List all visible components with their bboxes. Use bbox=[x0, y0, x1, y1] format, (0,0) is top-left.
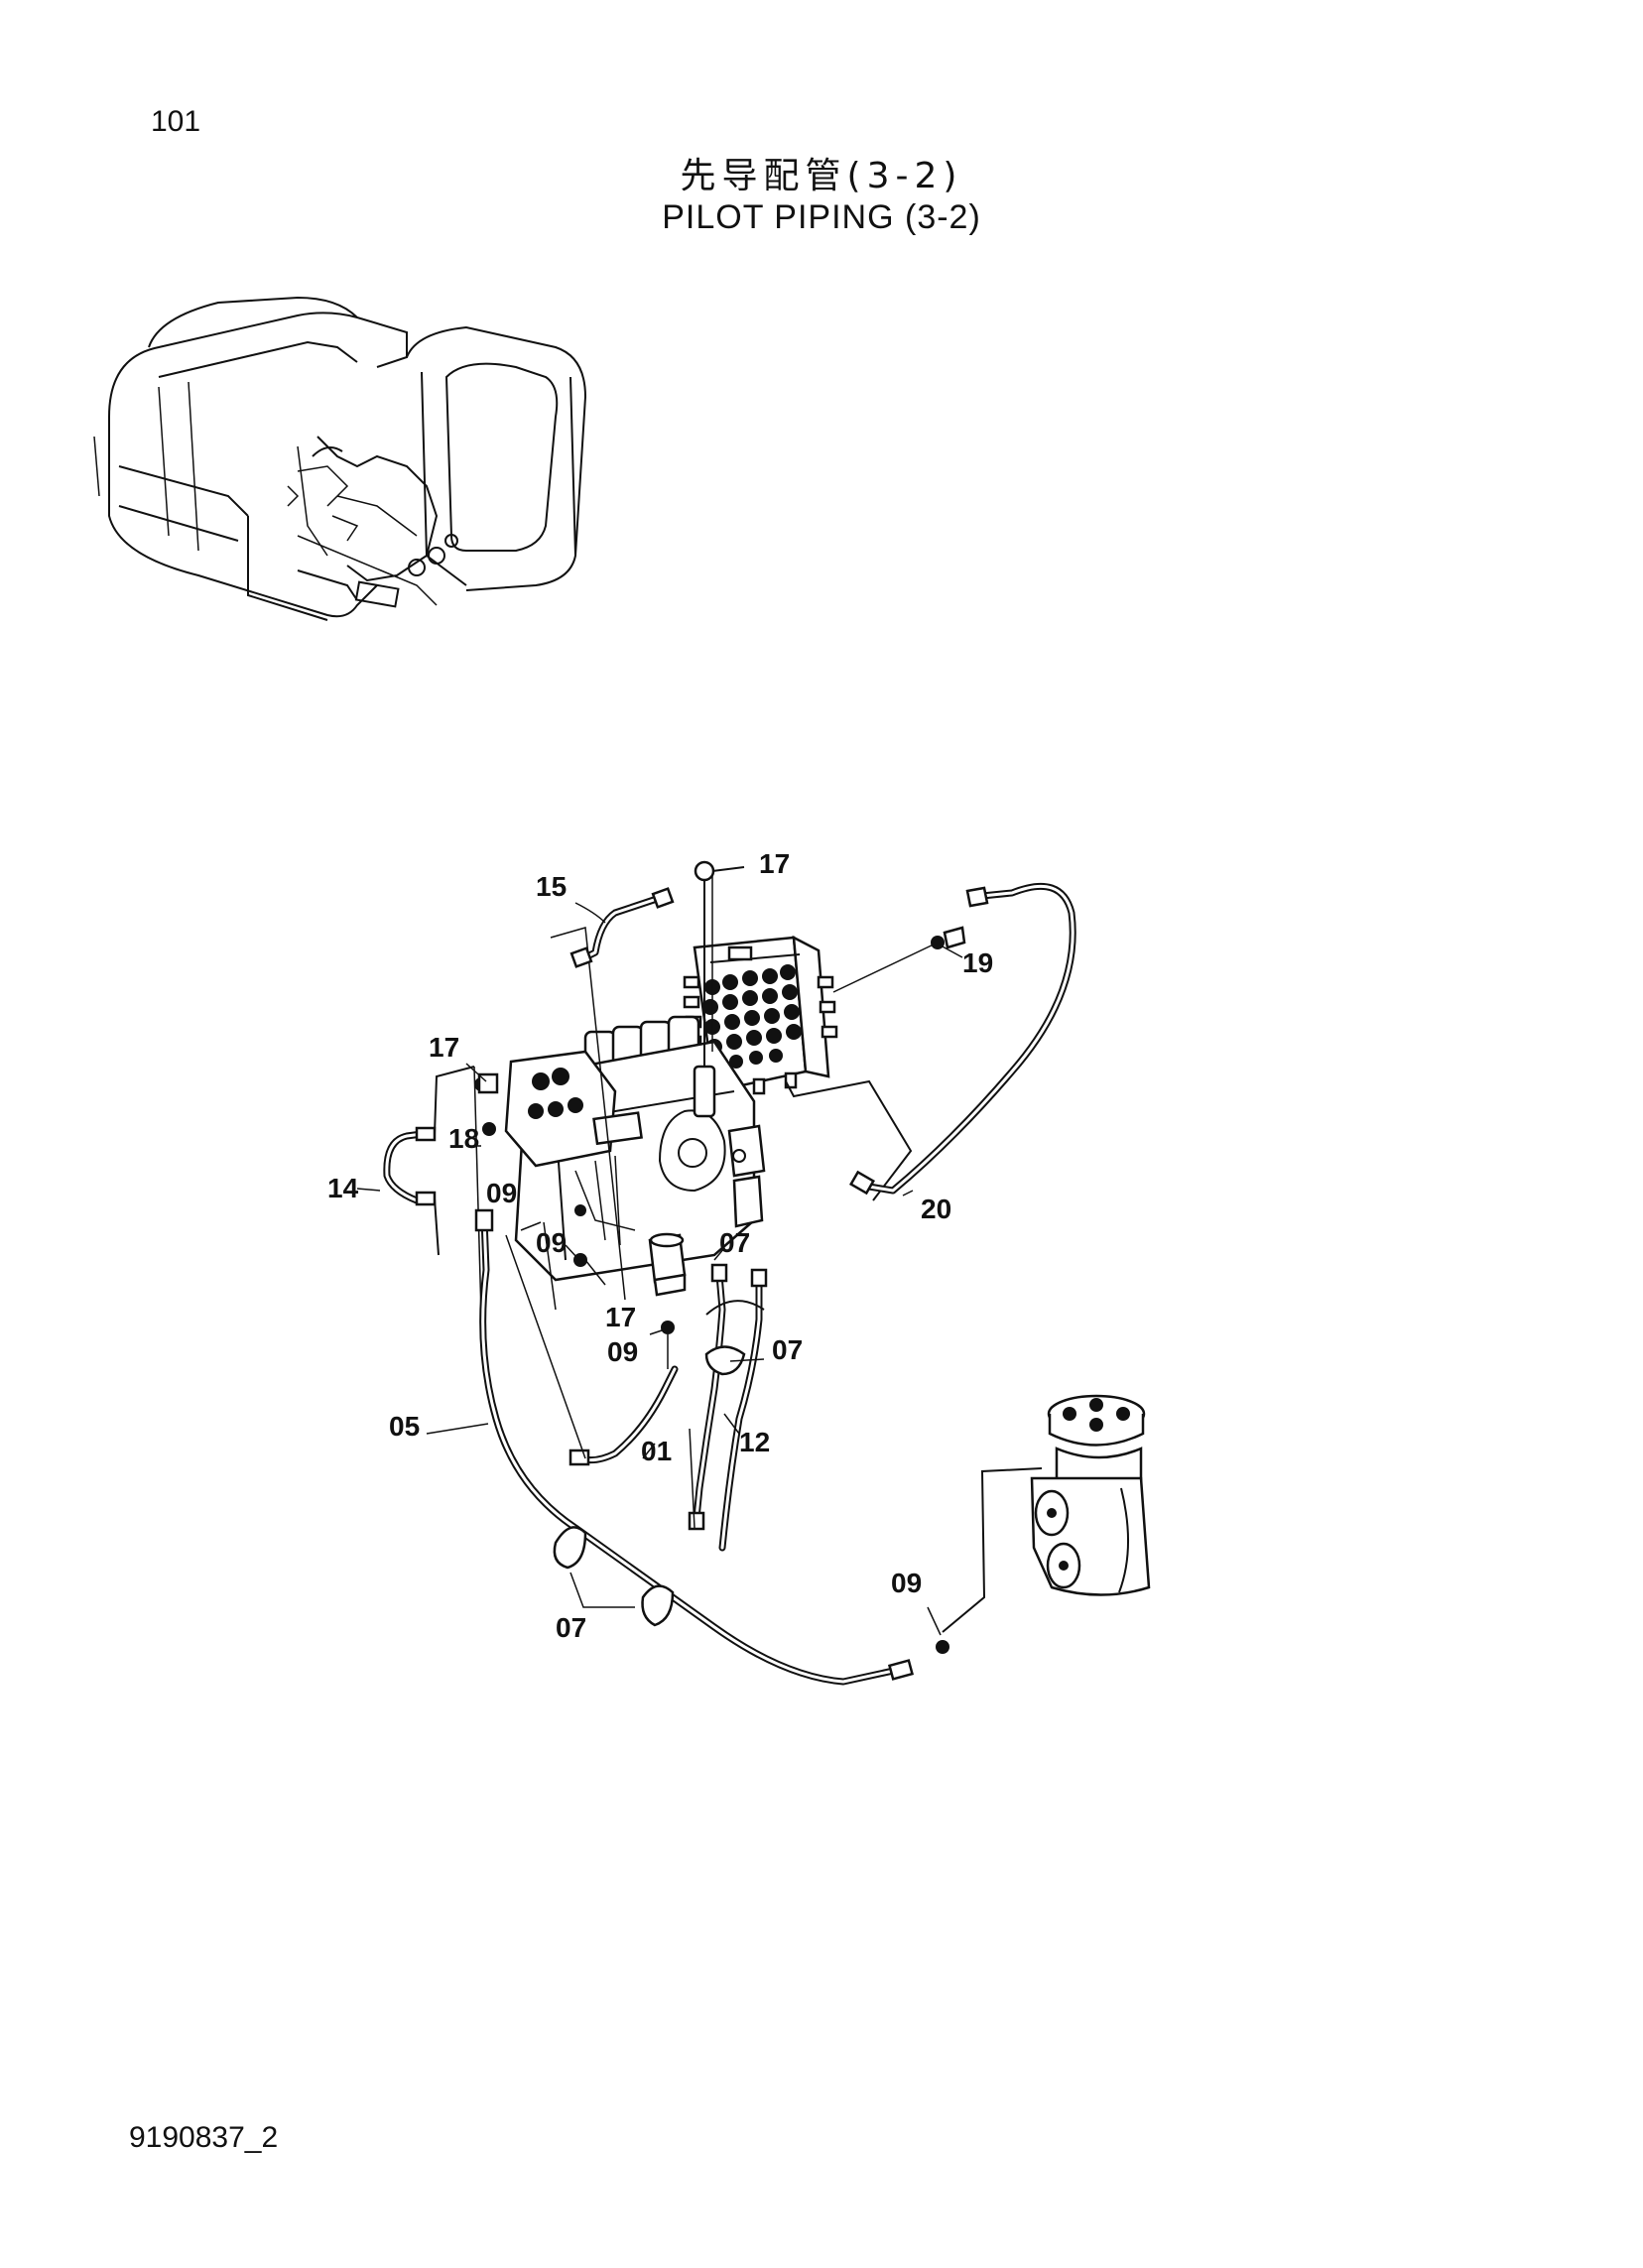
pipe-12 bbox=[688, 1263, 768, 1552]
callout-18: 18 bbox=[448, 1123, 479, 1154]
callout-17-left: 17 bbox=[429, 1032, 459, 1063]
pipe-01 bbox=[505, 1221, 679, 1466]
callout-17-top: 17 bbox=[759, 848, 790, 879]
document-code: 9190837_2 bbox=[129, 2121, 279, 2154]
callout-14: 14 bbox=[327, 1173, 359, 1203]
pipe-15 bbox=[569, 860, 745, 968]
callout-07-a: 07 bbox=[719, 1227, 750, 1258]
callout-leaders bbox=[356, 902, 963, 1636]
callout-15: 15 bbox=[536, 871, 567, 902]
pipe-14 bbox=[383, 1066, 499, 1316]
callout-labels: 15 17 19 17 18 14 09 09 07 17 09 07 20 0… bbox=[327, 848, 993, 1643]
callout-09-d: 09 bbox=[891, 1568, 922, 1598]
callout-05: 05 bbox=[389, 1411, 420, 1442]
callout-07-c: 07 bbox=[556, 1612, 586, 1643]
callout-09-b: 09 bbox=[536, 1227, 567, 1258]
callout-01: 01 bbox=[641, 1436, 672, 1466]
page-title-chinese: 先导配管(3-2) bbox=[680, 156, 963, 196]
callout-20: 20 bbox=[921, 1194, 951, 1224]
control-valve-assembly bbox=[504, 873, 766, 1301]
pipe-05 bbox=[474, 1208, 949, 1686]
callout-07-b: 07 bbox=[772, 1334, 803, 1365]
excavator-overview-sketch bbox=[93, 296, 587, 621]
callout-09-a: 09 bbox=[486, 1178, 517, 1208]
pipe-20 bbox=[848, 882, 1076, 1196]
page-title-english: PILOT PIPING (3-2) bbox=[662, 198, 981, 236]
callout-19: 19 bbox=[962, 947, 993, 978]
callout-12: 12 bbox=[739, 1427, 770, 1457]
swivel-joint bbox=[942, 1394, 1151, 1633]
callout-09-c: 09 bbox=[607, 1336, 638, 1367]
page-number: 101 bbox=[151, 105, 201, 138]
callout-17-mid: 17 bbox=[605, 1302, 636, 1332]
